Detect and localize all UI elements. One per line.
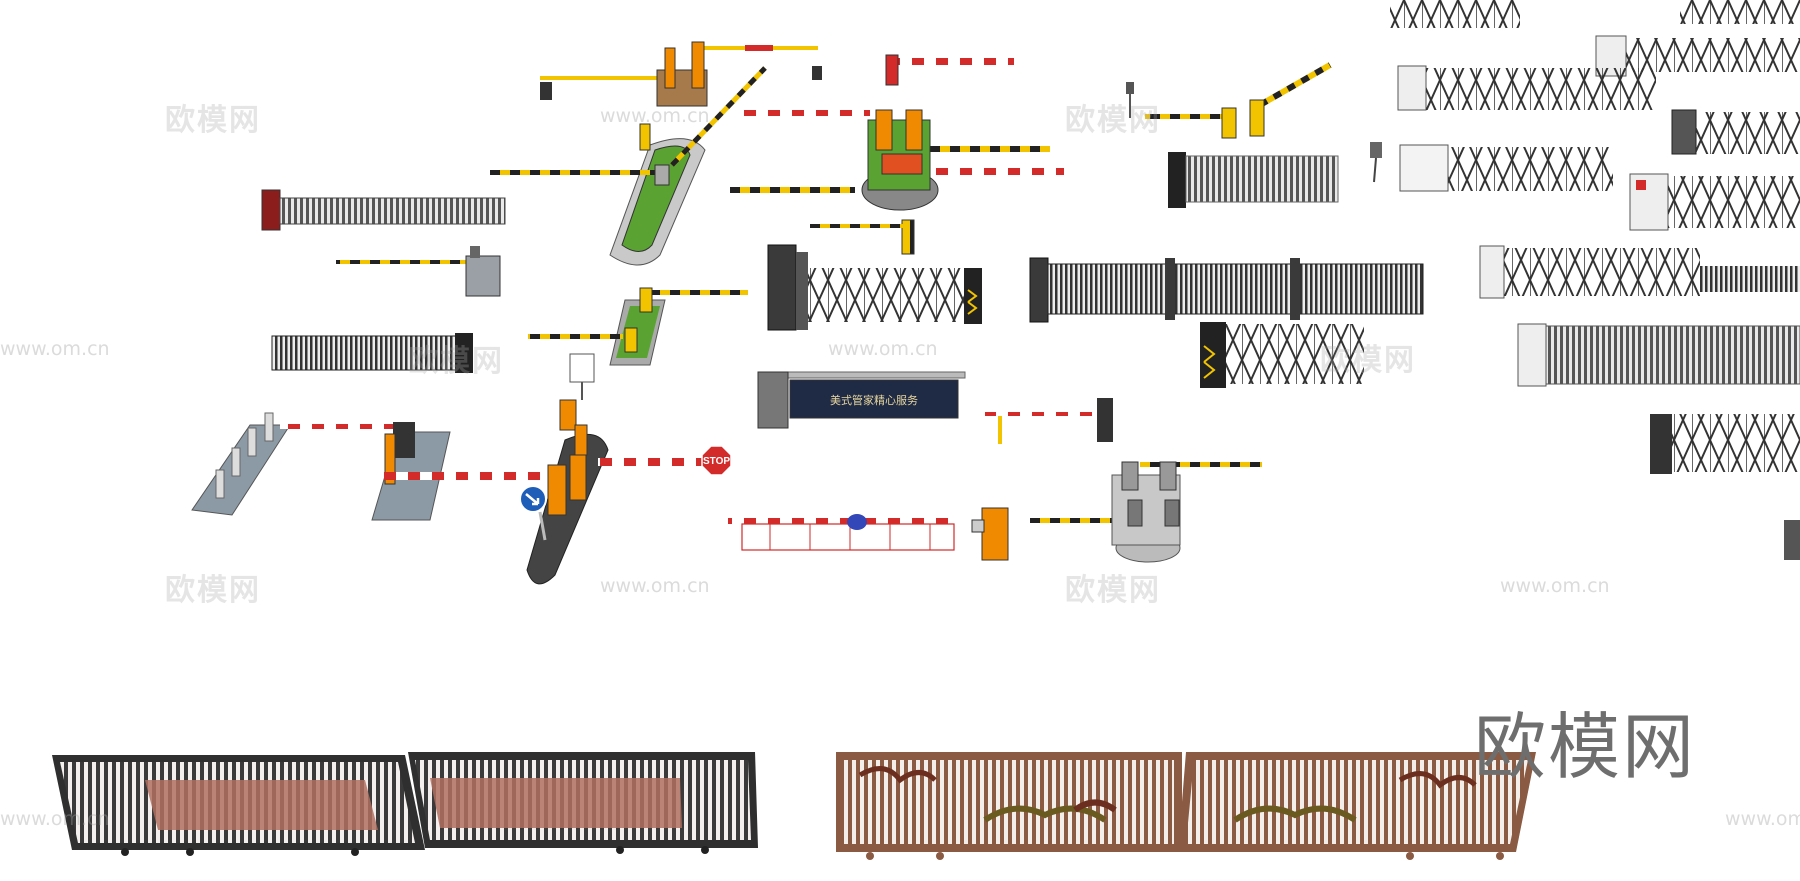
fence-boom-barrier — [728, 507, 1009, 561]
scissor-gate-center — [767, 244, 982, 331]
dark-sliding-gate-right — [408, 752, 758, 854]
advertising-barrier: 美式管家精心服务 — [757, 371, 966, 429]
twin-post-barrier — [540, 41, 822, 107]
right-gate-row-3 — [1397, 65, 1656, 111]
billboard-text: 美式管家精心服务 — [830, 393, 918, 407]
island-barrier-grass — [490, 66, 767, 266]
stop-barrier-island — [384, 353, 708, 585]
right-gate-row-7 — [1479, 245, 1800, 299]
telescopic-gate-gray — [1168, 152, 1339, 208]
gray-turnstile-barrier — [1030, 461, 1262, 563]
brand-logo: 欧模网 — [1474, 705, 1697, 789]
rail-gate-brown — [261, 189, 506, 231]
grass-island-barrier — [528, 287, 748, 366]
direction-arrow-sign — [519, 485, 547, 541]
right-gate-row-8 — [1517, 323, 1800, 387]
card-reader-post — [1370, 142, 1382, 183]
right-gate-row-2 — [1595, 35, 1800, 77]
right-gate-row-5 — [1399, 144, 1613, 192]
stop-sign: STOP — [701, 445, 732, 476]
guard-booth-barrier — [730, 54, 1064, 255]
bronze-decorative-gate-left — [836, 752, 1182, 860]
kiosk-barrier — [336, 246, 501, 297]
right-gate-row-9 — [1650, 414, 1800, 474]
stop-sign-text: STOP — [703, 456, 730, 467]
right-gate-row-1 — [1390, 0, 1800, 28]
right-gate-row-4 — [1671, 109, 1800, 155]
small-red-barrier — [985, 398, 1113, 444]
bronze-decorative-gate-right — [1178, 752, 1536, 860]
yellow-post-barriers — [1126, 62, 1332, 139]
sliding-rail-gate — [1029, 257, 1424, 323]
scissor-gate-small — [1200, 322, 1364, 388]
right-gate-row-6 — [1629, 173, 1800, 231]
rail-gate-dark — [271, 333, 473, 373]
bollard-barrier — [191, 412, 451, 521]
right-gate-row-10 — [1784, 520, 1800, 560]
dark-sliding-gate-left — [52, 755, 425, 856]
